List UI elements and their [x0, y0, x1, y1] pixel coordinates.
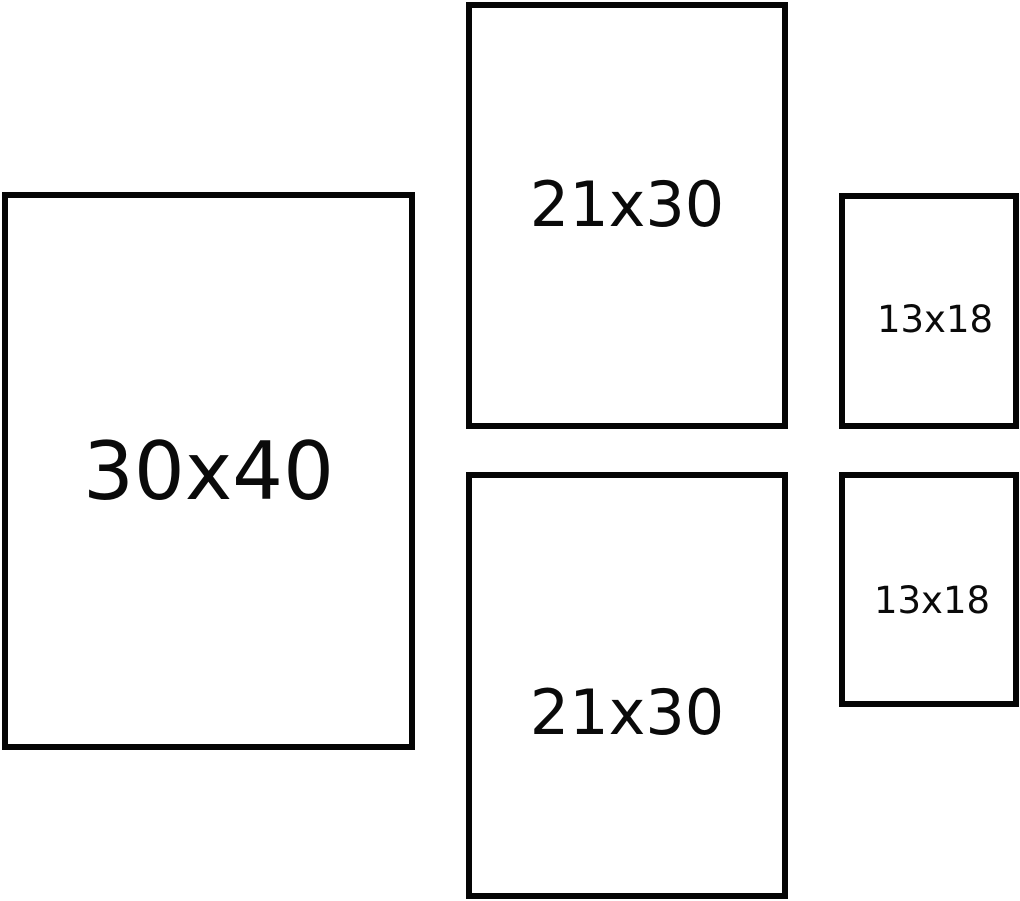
frame-size-label: 21x30 [529, 168, 725, 241]
frame-size-label: 13x18 [873, 579, 991, 622]
frame-size-label: 30x40 [83, 424, 334, 518]
frame-13x18-bottom: 13x18 [839, 472, 1019, 707]
frame-size-label: 21x30 [529, 676, 725, 749]
frame-21x30-bottom: 21x30 [466, 472, 788, 899]
frame-size-label: 13x18 [876, 297, 994, 341]
frame-30x40: 30x40 [2, 192, 415, 750]
frame-21x30-top: 21x30 [466, 2, 788, 429]
frame-13x18-top: 13x18 [839, 193, 1019, 429]
